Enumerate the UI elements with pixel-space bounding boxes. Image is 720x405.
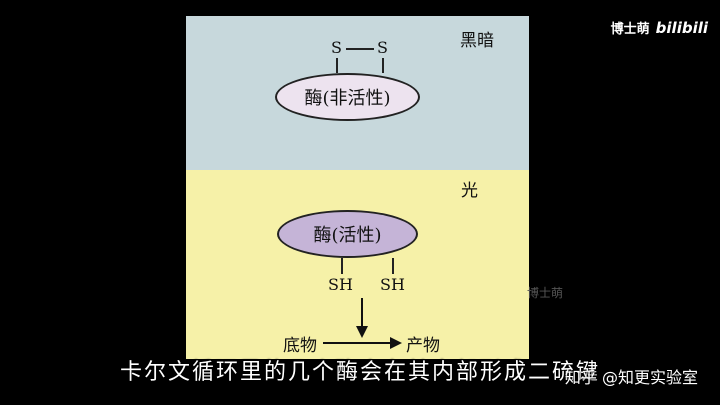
dark-label: 黑暗: [460, 31, 494, 51]
sulfur-right-stick: [382, 58, 384, 73]
product-label: 产物: [406, 336, 440, 356]
channel-name: 博士萌: [610, 22, 650, 37]
active-enzyme-label: 酶(活性): [313, 225, 382, 246]
faint-watermark: 博士萌: [527, 286, 564, 300]
bilibili-logo: bilibili: [655, 18, 708, 37]
zhihu-watermark: 知乎 @知更实验室: [564, 368, 698, 387]
down-arrow-icon: [356, 298, 368, 338]
inactive-enzyme: 酶(非活性): [275, 73, 420, 121]
sh-left-stick: [341, 258, 343, 274]
right-arrow-icon: [323, 337, 402, 349]
substrate-label: 底物: [283, 336, 317, 356]
inactive-enzyme-label: 酶(非活性): [304, 88, 391, 109]
active-enzyme: 酶(活性): [277, 210, 418, 258]
sh-right-stick: [392, 258, 394, 274]
sulfur-right: S: [377, 38, 388, 57]
sulfur-left-stick: [336, 58, 338, 73]
disulfide-bond: [346, 48, 374, 50]
light-label: 光: [461, 181, 478, 201]
thiol-left: SH: [328, 275, 353, 294]
sulfur-left: S: [331, 38, 342, 57]
thiol-right: SH: [380, 275, 405, 294]
channel-logo: 博士萌 bilibili: [610, 18, 708, 38]
video-subtitle: 卡尔文循环里的几个酶会在其内部形成二硫键: [119, 360, 600, 385]
